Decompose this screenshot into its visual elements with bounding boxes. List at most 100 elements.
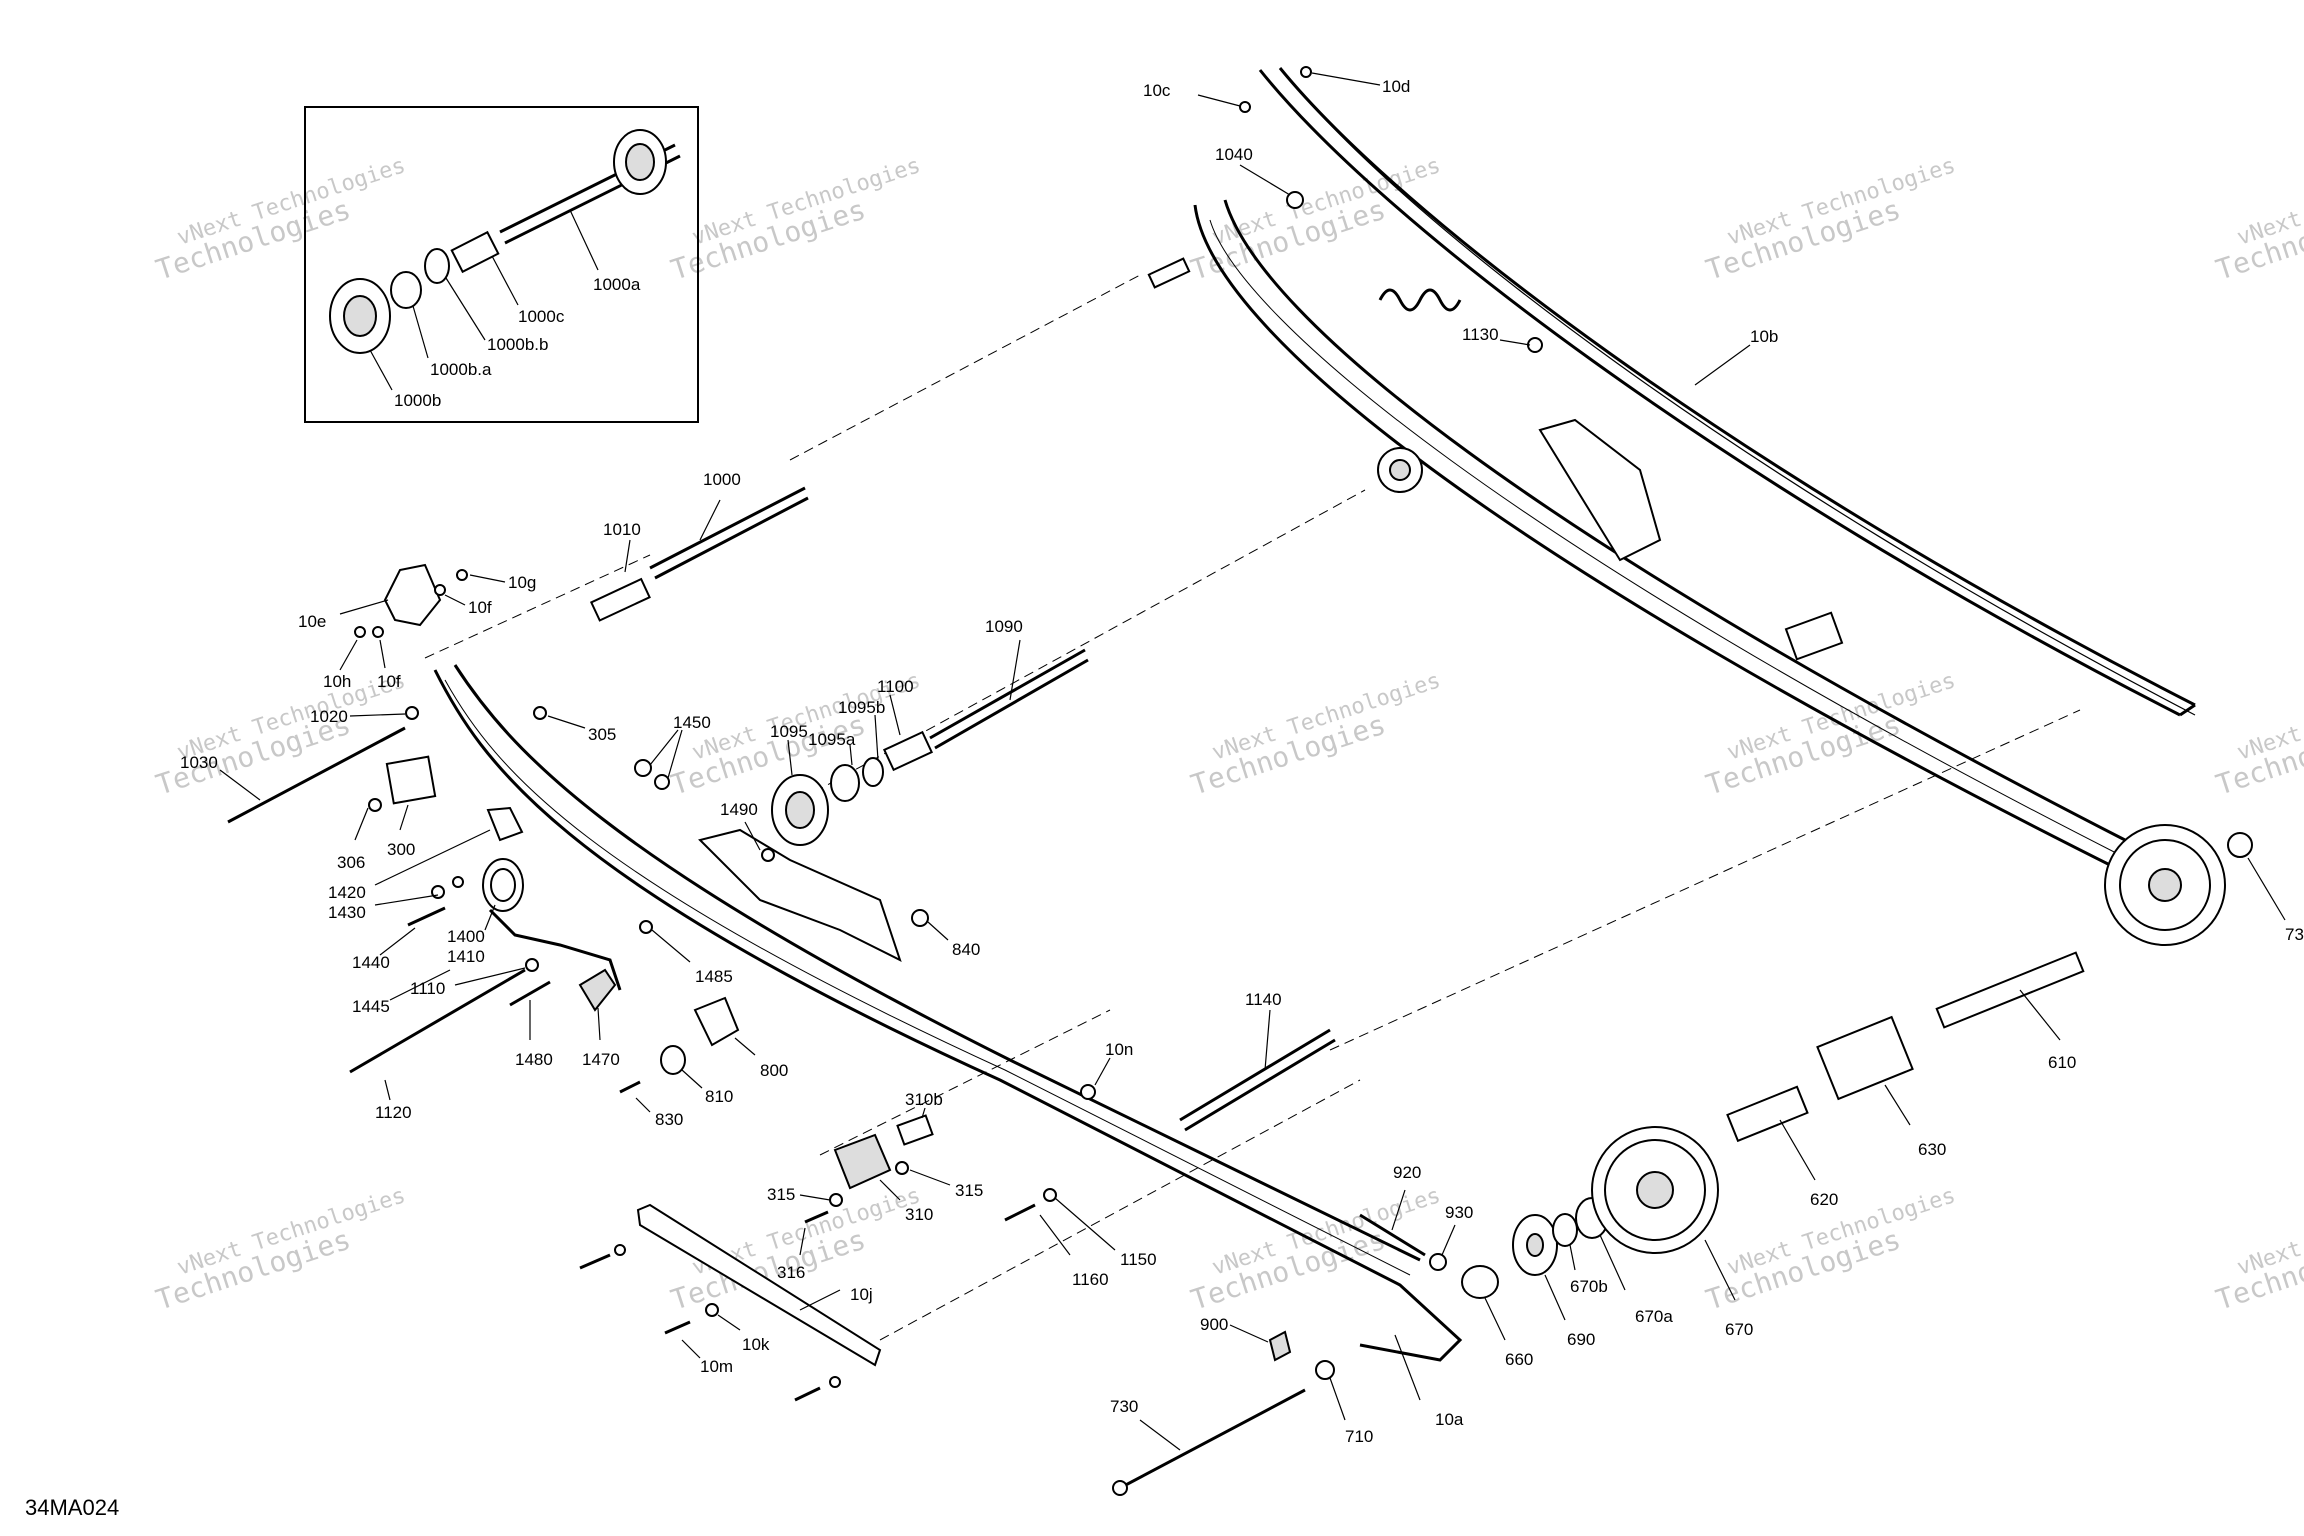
label-810: 810 (705, 1087, 733, 1106)
ring-1000ba-part (390, 271, 422, 309)
ring-1000bb-part (424, 248, 450, 284)
assembly-lines (424, 274, 2081, 1341)
frame-plate-lower (698, 828, 902, 962)
label-1095a: 1095a (808, 730, 856, 749)
label-10g: 10g (508, 573, 536, 592)
label-610: 610 (2048, 1053, 2076, 1072)
label-830: 830 (655, 1110, 683, 1129)
label-1095b: 1095b (838, 698, 885, 717)
label-630: 630 (1918, 1140, 1946, 1159)
label-730: 730 (1110, 1397, 1138, 1416)
bushing-810-part (660, 1045, 686, 1075)
spring-part (1378, 288, 1462, 312)
label-306: 306 (337, 853, 365, 872)
spacer-660-part (1461, 1265, 1499, 1299)
block-310-part (833, 1133, 892, 1190)
label-1120: 1120 (375, 1103, 412, 1122)
label-10m: 10m (700, 1357, 733, 1376)
inset-detail-box: 1000a 1000c 1000b.b 1000b.a 1000b (304, 106, 699, 423)
diagram-code: 34MA024 (25, 1495, 119, 1520)
label-1110: 1110 (410, 979, 445, 998)
label-1010: 1010 (603, 520, 641, 539)
clip-900-part (1268, 1330, 1292, 1362)
label-1140: 1140 (1245, 990, 1282, 1009)
label-670: 670 (1725, 1320, 1753, 1339)
label-900: 900 (1200, 1315, 1228, 1334)
label-310: 310 (905, 1205, 933, 1224)
slide-10j-part (636, 1203, 882, 1367)
spacer-630-part (1816, 1015, 1914, 1101)
label-1000c: 1000c (518, 307, 565, 326)
label-1445: 1445 (352, 997, 390, 1016)
label-670b: 670b (1570, 1277, 1608, 1296)
label-1030: 1030 (180, 753, 218, 772)
pin-part (1147, 257, 1191, 289)
label-73: 73 (2285, 925, 2304, 944)
label-1000bb: 1000b.b (487, 335, 548, 354)
label-1490: 1490 (720, 800, 758, 819)
label-1000b: 1000b (394, 391, 441, 410)
bracket-10e-part (383, 563, 442, 627)
label-1480: 1480 (515, 1050, 553, 1069)
label-1150: 1150 (1120, 1250, 1157, 1269)
label-1420: 1420 (328, 883, 366, 902)
label-1430: 1430 (328, 903, 366, 922)
nut-1130-part (1527, 337, 1543, 353)
label-10b: 10b (1750, 327, 1778, 346)
label-620: 620 (1810, 1190, 1838, 1209)
label-920: 920 (1393, 1163, 1421, 1182)
label-1440: 1440 (352, 953, 390, 972)
label-10a: 10a (1435, 1410, 1464, 1429)
frame-rail-10a (433, 669, 1463, 1362)
block-part (1784, 611, 1844, 661)
label-1000a: 1000a (593, 275, 641, 294)
nut-73-part (2227, 832, 2253, 858)
sleeve-1010-part (589, 577, 651, 622)
label-1400: 1400 (447, 927, 485, 946)
label-670a: 670a (1635, 1307, 1673, 1326)
label-1040: 1040 (1215, 145, 1253, 164)
watermark-text: Technologies (2212, 708, 2304, 802)
label-10n: 10n (1105, 1040, 1133, 1059)
screw-10c-part (1239, 101, 1251, 113)
label-800: 800 (760, 1061, 788, 1080)
sleeve-1000c-part (450, 230, 500, 274)
slide-rail-10b: 10b 10d 10c (1143, 66, 2196, 717)
label-840: 840 (952, 940, 980, 959)
label-10d: 10d (1382, 77, 1410, 96)
label-300: 300 (387, 840, 415, 859)
label-1130: 1130 (1462, 325, 1499, 344)
watermark-text: Technologies (2212, 193, 2304, 287)
label-710: 710 (1345, 1427, 1373, 1446)
label-10k: 10k (742, 1335, 770, 1354)
label-10j: 10j (850, 1285, 873, 1304)
label-1090: 1090 (985, 617, 1023, 636)
label-10h: 10h (323, 672, 351, 691)
label-10c: 10c (1143, 81, 1171, 100)
watermark-text: Technologies (2212, 1223, 2304, 1317)
label-305: 305 (588, 725, 616, 744)
ring-1095b-part (862, 757, 884, 787)
label-1410: 1410 (447, 947, 485, 966)
left-exploded-parts: 1000 1010 10g 10f 10e 10h 10f 10a 1090 (180, 470, 2085, 1496)
label-315-b: 315 (955, 1181, 983, 1200)
clip-310b-part (896, 1114, 934, 1146)
tube-620-part (1726, 1085, 1809, 1143)
nut-1040-part (1286, 191, 1304, 209)
label-1000ba: 1000b.a (430, 360, 492, 379)
label-315-a: 315 (767, 1185, 795, 1204)
frame-plate (1538, 418, 1662, 562)
screw-10d-part (1300, 66, 1312, 78)
label-660: 660 (1505, 1350, 1533, 1369)
clip-1470-part (578, 968, 617, 1012)
label-1470: 1470 (582, 1050, 620, 1069)
label-10f-a: 10f (468, 598, 492, 617)
bracket-1420-part (486, 806, 524, 842)
label-316: 316 (777, 1263, 805, 1282)
label-10e: 10e (298, 612, 326, 631)
label-690: 690 (1567, 1330, 1595, 1349)
tube-610-part (1935, 951, 2085, 1029)
label-1020: 1020 (310, 707, 348, 726)
bracket-800-part (693, 996, 740, 1047)
